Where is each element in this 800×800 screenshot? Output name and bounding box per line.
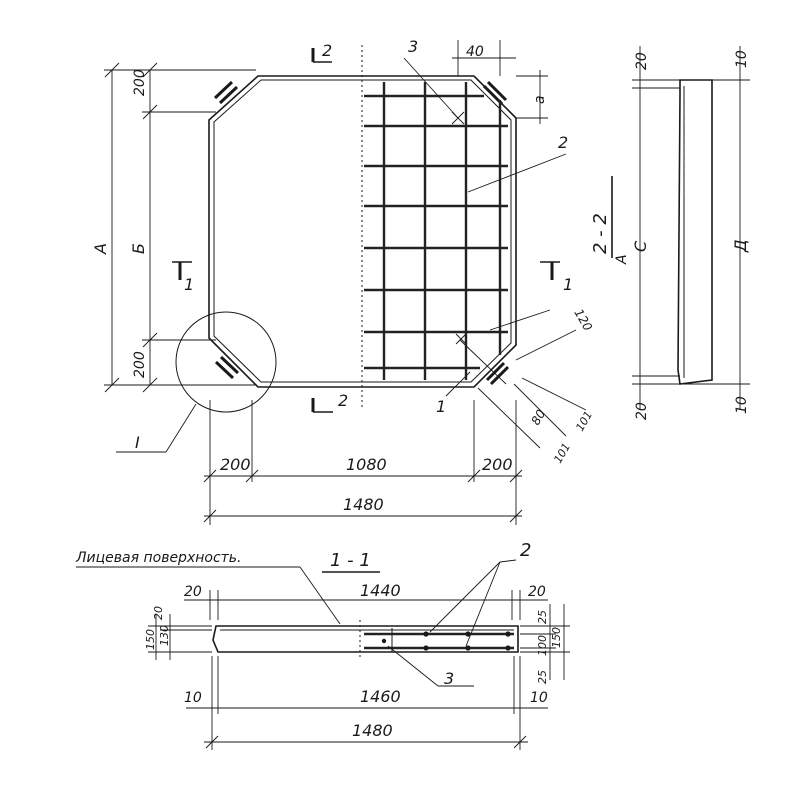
- dim-top-40: 40: [466, 44, 484, 60]
- dim-left-outer: А: [91, 243, 110, 255]
- section-mark-right-label: 1: [563, 275, 573, 294]
- section-mark-bottom: 2: [311, 391, 348, 413]
- dim-corner-101a: 101: [551, 441, 573, 466]
- section-2-2: 20 10 С Д 20 10 2 - 2 А: [590, 46, 750, 420]
- section22-bottom-right: 10: [734, 396, 750, 414]
- section-mark-left-label: 1: [184, 275, 194, 294]
- plan-view: 2 2 1 1: [91, 37, 595, 525]
- lifting-loop-bottom-left: [214, 355, 240, 380]
- section11-bottom-left: 10: [184, 690, 202, 706]
- section11-top-right: 20: [528, 584, 546, 600]
- section11-title: 1 - 1: [330, 550, 371, 571]
- section-mark-top-label: 2: [322, 41, 332, 60]
- dim-bottom-right: 200: [482, 455, 513, 474]
- section11-right-25a: 25: [536, 610, 549, 624]
- section11-right-100: 100: [536, 635, 549, 656]
- dim-left-bottom: 200: [132, 351, 148, 378]
- detail-marker: I: [116, 311, 277, 453]
- section11-left-outer: 150: [144, 629, 157, 650]
- face-surface-label: Лицевая поверхность.: [75, 550, 242, 566]
- callout-2: 2: [558, 133, 568, 152]
- dim-left-top: 200: [132, 69, 148, 96]
- plan-dims-left: 200 200 А Б: [91, 62, 256, 393]
- section11-bottom-middle: 1460: [360, 687, 401, 706]
- section22-title: 2 - 2: [590, 213, 611, 254]
- reinforcement-mesh: [364, 82, 508, 380]
- section22-sub: А: [614, 254, 630, 265]
- section-mark-top: 2: [311, 41, 332, 63]
- section22-top-right: 10: [734, 50, 750, 68]
- dim-left-inner: Б: [129, 243, 148, 254]
- section11-right-150: 150: [550, 627, 563, 648]
- section11-bottom-total: 1480: [352, 721, 393, 740]
- plan-top-right-callouts: 40 а 3 2: [403, 37, 568, 193]
- section11-callout-3: 3: [444, 669, 454, 688]
- dim-corner-80: 80: [528, 407, 548, 428]
- detail-label: I: [135, 433, 140, 452]
- slab-outline-inner: [213, 79, 512, 383]
- dim-top-a: а: [532, 95, 548, 104]
- lifting-loop-top-right: [482, 80, 508, 106]
- dim-bottom-left: 200: [220, 455, 251, 474]
- section-mark-right: 1: [540, 261, 573, 294]
- section22-side-right: Д: [731, 240, 750, 254]
- dim-corner-101b: 101: [573, 409, 595, 434]
- section22-side-left: С: [631, 240, 650, 252]
- dim-corner-120: 120: [571, 307, 595, 334]
- plan-dims-bottom: 200 1080 200 1480: [203, 400, 523, 525]
- section11-top-left: 20: [184, 584, 202, 600]
- section11-right-25b: 25: [536, 670, 549, 684]
- section11-top-middle: 1440: [360, 581, 401, 600]
- section-mark-bottom-label: 2: [338, 391, 348, 410]
- section11-left-top: 20: [152, 606, 165, 620]
- section-mark-left: 1: [172, 261, 194, 294]
- lifting-loop-bottom-right: [485, 361, 510, 386]
- section-1-1: Лицевая поверхность. 1 - 1 2 3: [75, 540, 570, 750]
- callout-3-top: 3: [408, 37, 418, 56]
- section11-callout-2: 2: [520, 540, 531, 561]
- callout-1: 1: [436, 397, 446, 416]
- dim-bottom-total: 1480: [343, 495, 384, 514]
- section-1-1-profile: [212, 625, 519, 653]
- section-2-2-profile: [677, 79, 713, 385]
- lifting-loop-top-left: [213, 80, 239, 105]
- section22-bottom-left: 20: [634, 402, 650, 420]
- dim-bottom-middle: 1080: [346, 455, 387, 474]
- section11-bottom-right: 10: [530, 690, 548, 706]
- section22-top-left: 20: [634, 52, 650, 70]
- section11-left-inner: 130: [158, 625, 171, 646]
